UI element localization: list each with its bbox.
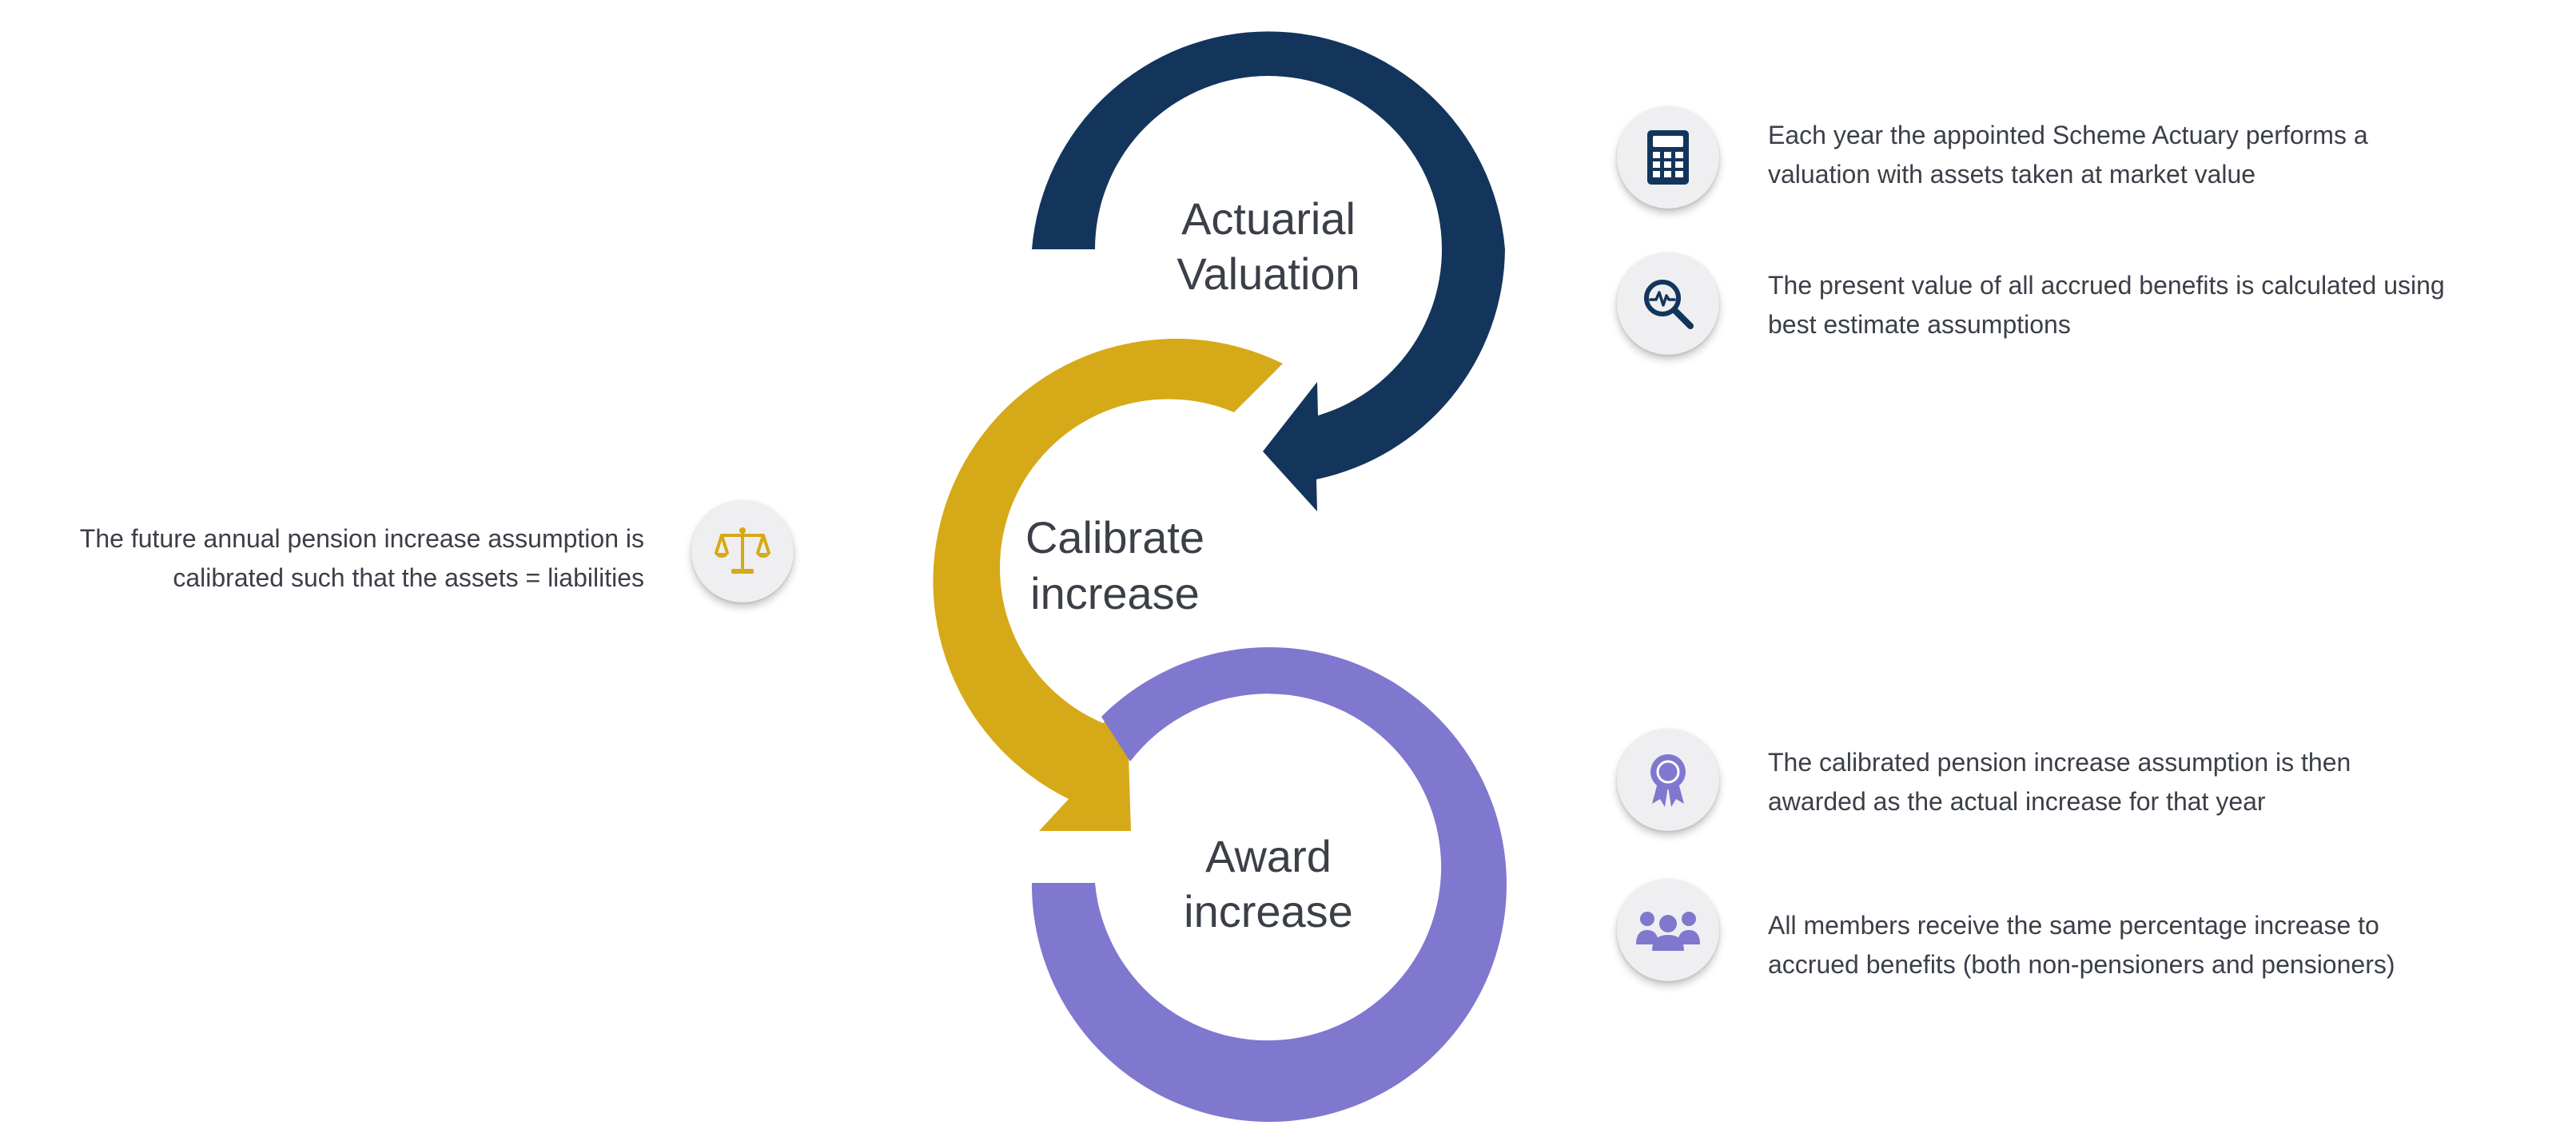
stage-label-actuarial-line1: Actuarial	[1181, 193, 1356, 244]
calibrate-line1: The future annual pension increase assum…	[79, 524, 644, 553]
stage-label-actuarial-line2: Valuation	[1177, 248, 1360, 299]
stage-label-calibrate-line1: Calibrate	[1025, 512, 1204, 563]
stage-label-calibrate-line2: increase	[1030, 568, 1200, 618]
calibrate-increase-arc	[933, 338, 1283, 831]
award-increase-arc	[1031, 647, 1507, 1123]
calibrate-text: The future annual pension increase assum…	[80, 519, 644, 598]
scales-badge	[691, 500, 794, 602]
award-ribbon-icon	[1650, 754, 1686, 807]
stage-label-award-line2: increase	[1184, 886, 1353, 936]
award-text: The calibrated pension increase assumpti…	[1768, 743, 2351, 821]
present-value-line1: The present value of all accrued benefit…	[1768, 271, 2445, 300]
magnifier-badge	[1617, 252, 1719, 355]
award-line1: The calibrated pension increase assumpti…	[1768, 748, 2351, 777]
award-line2: awarded as the actual increase for that …	[1768, 787, 2266, 816]
valuation-market-line2: valuation with assets taken at market va…	[1768, 160, 2256, 189]
calibrate-line2: calibrated such that the assets = liabil…	[173, 563, 644, 592]
valuation-market-line1: Each year the appointed Scheme Actuary p…	[1768, 121, 2368, 149]
award-ribbon-badge	[1617, 729, 1719, 831]
group-people-icon	[1636, 912, 1700, 951]
group-people-badge	[1617, 879, 1719, 981]
members-line2: accrued benefits (both non-pensioners an…	[1768, 950, 2395, 979]
magnifier-chart-icon	[1644, 280, 1694, 329]
members-text: All members receive the same percentage …	[1768, 906, 2395, 984]
stage-label-award-line1: Award	[1205, 831, 1332, 881]
members-line1: All members receive the same percentage …	[1768, 911, 2379, 940]
valuation-market-text: Each year the appointed Scheme Actuary p…	[1768, 116, 2368, 194]
scales-icon	[715, 527, 770, 574]
present-value-line2: best estimate assumptions	[1768, 310, 2071, 339]
actuarial-valuation-arc	[1032, 31, 1505, 511]
present-value-text: The present value of all accrued benefit…	[1768, 266, 2445, 344]
calculator-icon	[1647, 130, 1689, 185]
calculator-badge	[1617, 106, 1719, 209]
